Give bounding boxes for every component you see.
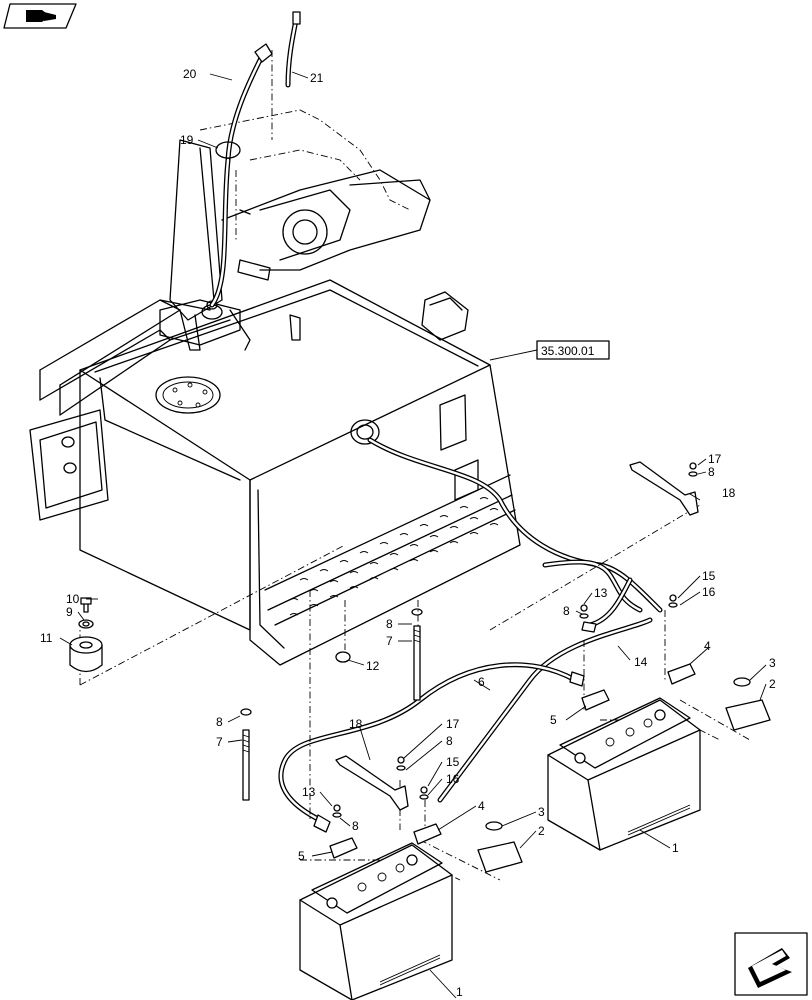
- callout-13a: 13: [594, 586, 608, 600]
- callout-18a: 18: [722, 486, 736, 500]
- callout-16a: 16: [702, 585, 716, 599]
- callout-9: 9: [66, 605, 73, 619]
- callout-10: 10: [66, 592, 80, 606]
- hold-down-straps: [335, 461, 699, 811]
- callout-4a: 4: [704, 639, 711, 653]
- callout-7a: 7: [386, 634, 393, 648]
- callout-7b: 7: [216, 735, 223, 749]
- callout-8d: 8: [563, 604, 570, 618]
- callout-14: 14: [634, 655, 648, 669]
- callout-18b: 18: [349, 717, 363, 731]
- callout-20: 20: [183, 67, 197, 81]
- leader-lines: [59, 71, 767, 999]
- callout-13b: 13: [302, 785, 316, 799]
- terminal-hardware: [329, 594, 771, 873]
- callout-2a: 2: [769, 677, 776, 691]
- callout-1b: 1: [456, 985, 463, 999]
- callout-21: 21: [310, 71, 324, 85]
- long-bolts: [240, 608, 423, 801]
- book-icon[interactable]: [3, 3, 77, 29]
- hardware-left: [69, 597, 351, 673]
- callout-1a: 1: [672, 841, 679, 855]
- callout-8a: 8: [386, 617, 393, 631]
- callout-8e: 8: [446, 734, 453, 748]
- callout-19: 19: [180, 133, 194, 147]
- callout-5b: 5: [298, 849, 305, 863]
- callout-4b: 4: [478, 799, 485, 813]
- battery-left: [299, 842, 453, 1000]
- reference-box[interactable]: 35.300.01: [489, 340, 610, 361]
- callout-15a: 15: [702, 569, 716, 583]
- cables-top: [209, 11, 301, 308]
- callout-8b: 8: [216, 715, 223, 729]
- callout-2b: 2: [538, 824, 545, 838]
- callout-5a: 5: [550, 713, 557, 727]
- callout-3b: 3: [538, 805, 545, 819]
- next-page-arrow-icon[interactable]: [734, 932, 808, 996]
- callout-6: 6: [478, 675, 485, 689]
- callout-15b: 15: [446, 755, 460, 769]
- reference-label: 35.300.01: [541, 344, 595, 358]
- main-cables: [278, 437, 663, 833]
- callout-8c: 8: [708, 465, 715, 479]
- frame-structure: [29, 50, 521, 666]
- callout-17b: 17: [446, 717, 460, 731]
- callout-3a: 3: [769, 656, 776, 670]
- callout-8f: 8: [352, 819, 359, 833]
- callout-12: 12: [366, 659, 380, 673]
- callout-11: 11: [40, 631, 53, 645]
- callout-16b: 16: [446, 772, 460, 786]
- callout-17a: 17: [708, 452, 722, 466]
- callouts: 20 21 19 10 9 11 12 8 7 8 7 17 8 18 15 1…: [40, 67, 776, 999]
- battery-right: [547, 697, 701, 851]
